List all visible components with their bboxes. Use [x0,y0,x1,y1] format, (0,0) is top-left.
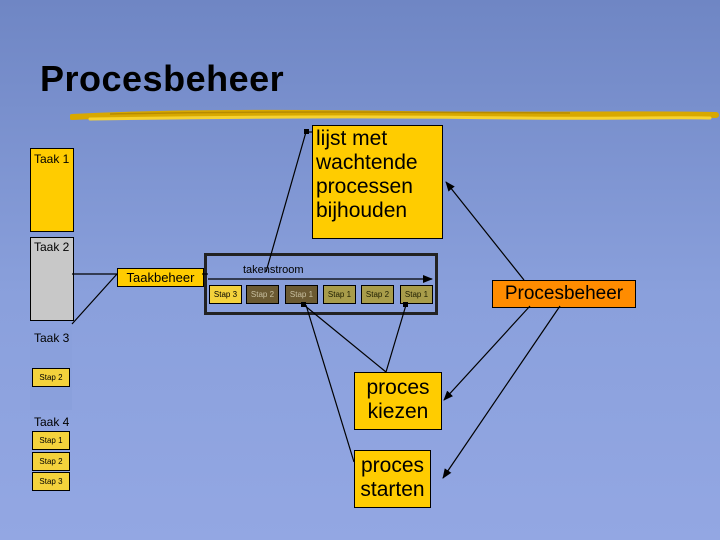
task-3-label: Taak 3 [34,331,70,345]
task-2-label: Taak 2 [34,240,70,254]
list-pointer [265,131,307,273]
manager-arrow-start [442,305,561,479]
start-process-callout: proces starten [354,450,431,508]
task3-link [71,273,118,325]
task-stream-box [204,253,438,315]
start-pointer [305,304,355,463]
choose-pointer [303,304,387,373]
manager-arrow-list [445,181,525,281]
task-4-step: Stap 3 [32,472,70,491]
task-4-label: Taak 4 [34,415,70,429]
waiting-list-callout: lijst met wachtende processen bijhouden [312,125,443,239]
stream-step: Stap 1 [323,285,356,304]
taakbeheer-label: Taakbeheer [117,268,204,287]
task-4-step: Stap 1 [32,431,70,450]
stream-step: Stap 2 [246,285,279,304]
stream-step: Stap 2 [361,285,394,304]
task-2-box [30,237,74,321]
stream-step: Stap 1 [285,285,318,304]
title-underline [70,110,719,121]
manager-arrow-choose [443,305,531,401]
task-1-label: Taak 1 [34,152,70,166]
stream-step: Stap 1 [400,285,433,304]
page-title: Procesbeheer [40,58,285,99]
process-manager-box: Procesbeheer [492,280,636,308]
task-3-step: Stap 2 [32,368,70,387]
task-4-step: Stap 2 [32,452,70,471]
stream-step: Stap 3 [209,285,242,304]
task-stream-label: takenstroom [243,264,304,276]
task-1-box [30,148,74,232]
choose-process-callout: proces kiezen [354,372,442,430]
